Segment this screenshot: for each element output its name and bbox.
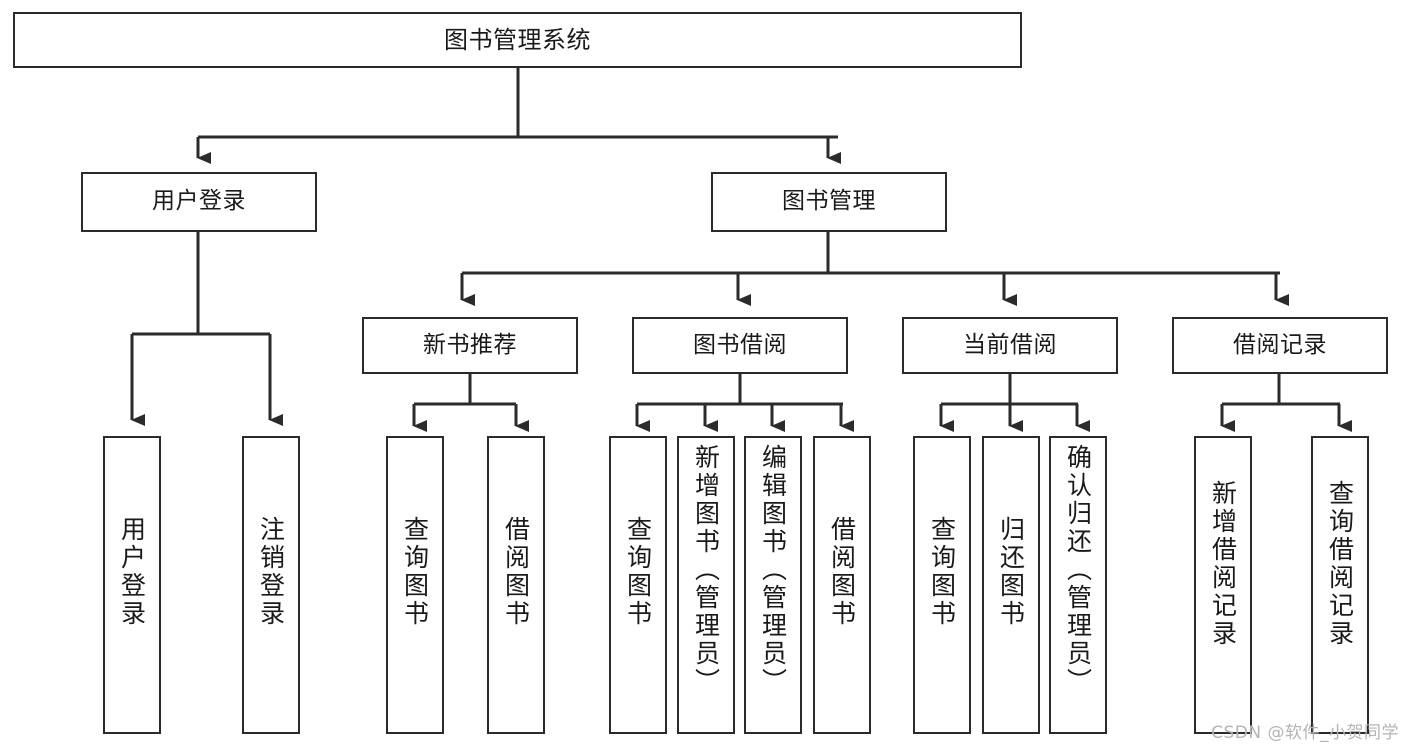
node-borrow-record[interactable]: 借阅记录 <box>1172 317 1388 374</box>
node-leaf-edit-book[interactable]: 编辑图书（管理员） <box>744 436 802 734</box>
node-label: 用户登录 <box>152 188 246 215</box>
node-leaf-query-record[interactable]: 查询借阅记录 <box>1311 436 1369 734</box>
node-leaf-add-record[interactable]: 新增借阅记录 <box>1194 436 1252 734</box>
node-leaf-query-book-2[interactable]: 查询图书 <box>609 436 667 734</box>
node-label: 借阅记录 <box>1233 331 1327 358</box>
node-current-borrow[interactable]: 当前借阅 <box>902 317 1118 374</box>
node-new-book-recommend[interactable]: 新书推荐 <box>362 317 578 374</box>
node-leaf-borrow-book-2[interactable]: 借阅图书 <box>813 436 871 734</box>
watermark-text: CSDN @软件_小贺同学 <box>1211 723 1399 743</box>
node-book-management[interactable]: 图书管理 <box>711 172 947 232</box>
node-label: 确认归还（管理员） <box>1063 444 1093 696</box>
node-leaf-logout[interactable]: 注销登录 <box>242 436 300 734</box>
node-leaf-borrow-book-1[interactable]: 借阅图书 <box>487 436 545 734</box>
node-leaf-query-book-1[interactable]: 查询图书 <box>386 436 444 734</box>
node-label: 查询图书 <box>623 516 653 628</box>
node-label: 注销登录 <box>256 516 286 628</box>
node-label: 编辑图书（管理员） <box>758 444 788 696</box>
node-label: 借阅图书 <box>501 516 531 628</box>
node-label: 用户登录 <box>117 516 147 628</box>
node-label: 查询图书 <box>927 516 957 628</box>
node-book-borrow[interactable]: 图书借阅 <box>632 317 848 374</box>
node-leaf-add-book[interactable]: 新增图书（管理员） <box>677 436 735 734</box>
node-label: 新增图书（管理员） <box>691 444 721 696</box>
node-leaf-confirm-return[interactable]: 确认归还（管理员） <box>1049 436 1107 734</box>
node-user-login[interactable]: 用户登录 <box>81 172 317 232</box>
node-leaf-return-book[interactable]: 归还图书 <box>982 436 1040 734</box>
node-leaf-query-book-3[interactable]: 查询图书 <box>913 436 971 734</box>
node-label: 归还图书 <box>996 516 1026 628</box>
node-label: 查询借阅记录 <box>1325 480 1355 648</box>
node-label: 图书管理 <box>782 188 876 215</box>
node-label: 当前借阅 <box>963 331 1057 358</box>
node-label: 图书借阅 <box>693 331 787 358</box>
node-label: 图书管理系统 <box>444 25 591 54</box>
node-label: 查询图书 <box>400 516 430 628</box>
node-root-system[interactable]: 图书管理系统 <box>13 12 1022 68</box>
node-label: 新增借阅记录 <box>1208 480 1238 648</box>
node-label: 借阅图书 <box>827 516 857 628</box>
node-label: 新书推荐 <box>423 331 517 358</box>
node-leaf-user-login[interactable]: 用户登录 <box>103 436 161 734</box>
